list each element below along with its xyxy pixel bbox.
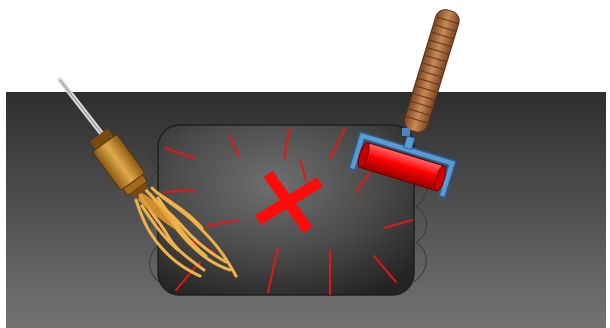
roller-shaft	[402, 128, 410, 136]
